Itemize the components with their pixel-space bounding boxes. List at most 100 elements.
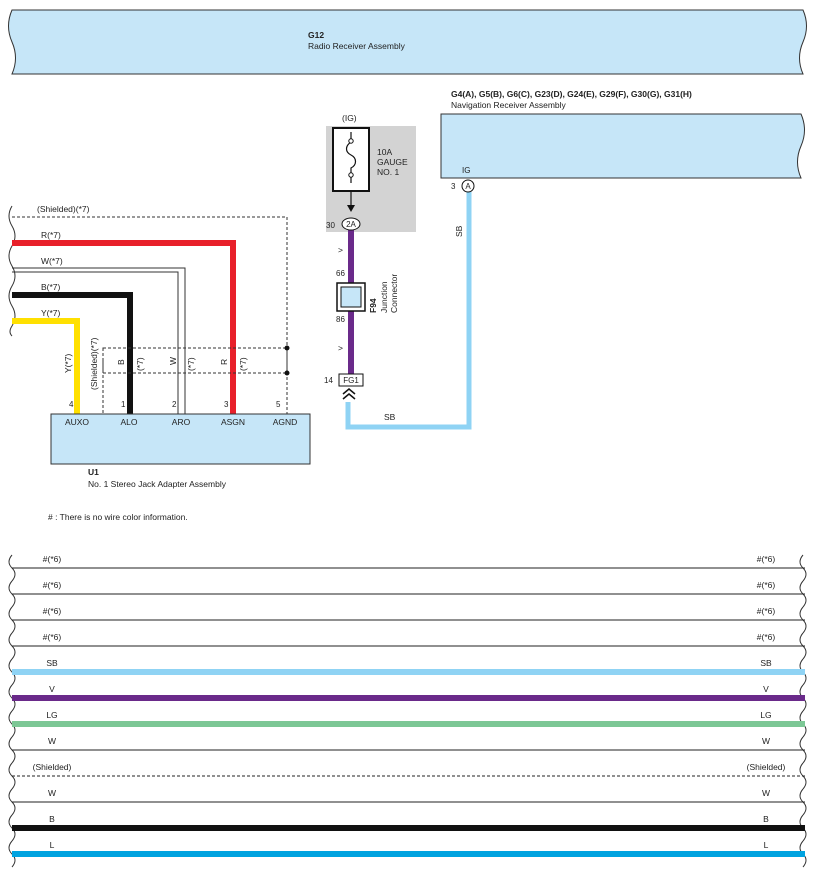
shield-splice-bottom	[284, 370, 290, 376]
bus-label-right: (Shielded)	[747, 762, 786, 772]
sb-wire	[345, 192, 472, 430]
red-wire-label: R(*7)	[41, 230, 61, 240]
nav-box	[440, 113, 805, 179]
bus-label-left: B	[49, 814, 55, 824]
junction-pin-bottom: 86	[336, 315, 345, 324]
bus-label-left: LG	[46, 710, 57, 720]
junction-name-2: Connector	[389, 274, 399, 313]
u1-pin-label-0: AUXO	[65, 417, 89, 427]
u1-pin-no-4: 5	[276, 400, 281, 409]
black-vertical-label: B	[116, 359, 126, 365]
fg1-box	[338, 373, 364, 387]
u1-stereo-jack-adapter: 4 1 2 3 5 AUXO ALO ARO ASGN AGND U1 No. …	[50, 400, 311, 489]
nav-pin-number: 3	[451, 182, 456, 191]
black-wire-label: B(*7)	[41, 282, 61, 292]
bus-label-left: L	[50, 840, 55, 850]
u1-pin-label-3: ASGN	[221, 417, 245, 427]
nav-pin-circle	[461, 179, 475, 193]
bus-label-left: #(*6)	[43, 580, 62, 590]
bus-row: (Shielded) (Shielded)	[8, 762, 807, 790]
red-vertical-label: R	[219, 359, 229, 365]
bus-label-right: B	[763, 814, 769, 824]
sb-wire-path: SB SB	[345, 192, 472, 430]
left-wiring: (Shielded)(*7) R(*7) W(*7) B(*7) Y(*7) Y…	[8, 204, 290, 414]
nav-name: Navigation Receiver Assembly	[451, 100, 567, 110]
fg1-connector: 14 FG1	[324, 373, 364, 400]
u1-code: U1	[88, 467, 99, 477]
white-wire-inner	[12, 271, 179, 414]
bus-label-left: (Shielded)	[33, 762, 72, 772]
red-vertical-note: (*7)	[238, 357, 248, 371]
junction-inner	[340, 286, 362, 308]
violet-wire-path: > >	[338, 230, 354, 374]
fuse-pin-number: 30	[326, 221, 335, 230]
bus-label-left: W	[48, 736, 56, 746]
violet-arrow-1: >	[338, 245, 343, 255]
nav-pin-label: IG	[462, 166, 470, 175]
fuse-ig-label: (IG)	[342, 113, 357, 123]
g12-code: G12	[308, 30, 324, 40]
u1-pin-label-4: AGND	[273, 417, 298, 427]
fuse-line3: NO. 1	[377, 167, 399, 177]
bus-row: #(*6)#(*6)	[8, 606, 807, 634]
yellow-wire-label: Y(*7)	[41, 308, 61, 318]
violet-arrow-2: >	[338, 343, 343, 353]
shielded-top-label: (Shielded)(*7)	[37, 204, 90, 214]
fuse-connector-2a: 30 2A	[326, 217, 361, 231]
u1-pin-label-2: ARO	[172, 417, 191, 427]
bus-label-right: #(*6)	[757, 554, 776, 564]
white-wire-outer	[12, 267, 186, 414]
white-wire-label: W(*7)	[41, 256, 63, 266]
u1-pin-label-1: ALO	[120, 417, 137, 427]
g12-box	[8, 9, 807, 75]
fuse-terminal-bottom	[348, 172, 354, 178]
fuse-pin-conn: 2A	[346, 220, 356, 229]
bus-lines: #(*6)#(*6)#(*6)#(*6)#(*6)#(*6)#(*6)#(*6)…	[8, 554, 807, 868]
fuse-line2: GAUGE	[377, 157, 408, 167]
fuse-terminal-top	[348, 138, 354, 144]
bus-row: #(*6) #(*6)	[8, 554, 807, 582]
u1-box	[50, 413, 311, 465]
white-vertical-label: W	[168, 357, 178, 365]
bus-label-right: LG	[760, 710, 771, 720]
fg1-chevron-icon	[342, 388, 356, 400]
junction-connector-f94: 66 86 F94 Junction Connector	[336, 269, 399, 324]
u1-pin-no-1: 1	[121, 400, 126, 409]
bus-label-right: SB	[760, 658, 772, 668]
nav-pin-conn: A	[465, 182, 471, 191]
bus-label-right: W	[762, 736, 770, 746]
fuse-icon	[345, 132, 357, 183]
junction-name-1: Junction	[379, 281, 389, 313]
yellow-vertical-label: Y(*7)	[63, 353, 73, 373]
bus-row: LG LG	[8, 710, 807, 738]
yellow-wire	[12, 318, 80, 414]
shield-vertical-label: (Shielded)(*7)	[89, 337, 99, 390]
sb-horizontal-label: SB	[384, 412, 396, 422]
bus-label-right: W	[762, 788, 770, 798]
bus-label-left: W	[48, 788, 56, 798]
bus-label-left: #(*6)	[43, 554, 62, 564]
fg1-name: FG1	[343, 376, 359, 385]
fg1-pin-number: 14	[324, 376, 333, 385]
bus-label-right: L	[764, 840, 769, 850]
navigation-receiver: G4(A), G5(B), G6(C), G23(D), G24(E), G29…	[440, 89, 805, 191]
u1-pin-no-0: 4	[69, 400, 74, 409]
fuse-10a-gauge: (IG) 10A GAUGE NO. 1	[326, 113, 416, 232]
black-wire	[12, 292, 133, 414]
bus-label-left: #(*6)	[43, 632, 62, 642]
fuse-pin-circle	[341, 217, 361, 231]
sb-vertical-label: SB	[454, 225, 464, 237]
junction-code: F94	[368, 298, 378, 313]
bus-label-left: V	[49, 684, 55, 694]
bus-label-right: #(*6)	[757, 580, 776, 590]
nav-codes: G4(A), G5(B), G6(C), G23(D), G24(E), G29…	[451, 89, 692, 99]
junction-pin-top: 66	[336, 269, 345, 278]
fuse-arrow-icon	[347, 205, 355, 212]
